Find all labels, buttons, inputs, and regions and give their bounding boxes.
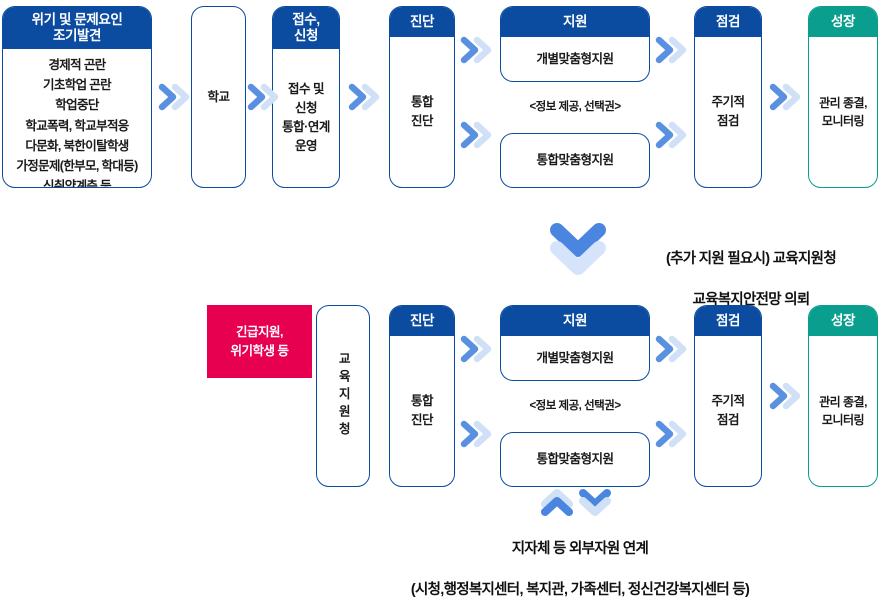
double-chevron-right-icon [460,420,492,448]
card-support-bottom-individual-label: 개별맞춤형지원 [536,350,614,365]
card-intake-body: 접수 및 신청 통합·연계 운영 [282,82,330,153]
card-support-integrated-top: 통합맞춤형지원 [500,133,650,188]
card-growth-bottom-header: 성장 [809,306,877,336]
card-growth-bottom: 성장 관리 종결, 모니터링 [808,305,878,487]
card-check-body: 주기적 점검 [711,95,745,128]
card-intake-header: 접수, 신청 [273,7,339,49]
arrow-support-integrated-to-check-bottom [655,417,689,451]
box-education-office: 교육지원청 [316,305,370,487]
card-growth-bottom-body: 관리 종결, 모니터링 [819,394,867,427]
card-growth-top: 성장 관리 종결, 모니터링 [808,6,878,188]
risk-item: 다문화, 북한이탈학생 [25,138,129,153]
risk-item: 가정문제(한부모, 학대등) [16,159,138,174]
card-check-bottom-header: 점검 [695,306,761,336]
card-check-bottom: 점검 주기적 점검 [694,305,762,487]
double-chevron-right-icon [247,83,279,111]
card-support-bottom-header: 지원 [501,306,649,336]
support-note-top: <정보 제공, 선택권> [529,101,621,113]
double-chevron-right-icon [655,36,687,64]
caption-escalation-line2: 교육복지안전망 의뢰 [692,291,810,308]
arrow-diagnosis-to-support-individual [460,33,494,67]
card-support-top: 지원 개별맞춤형지원 [500,6,650,82]
card-diagnosis-bottom: 진단 통합 진단 [389,305,455,487]
risk-item: 학업중단 [55,98,99,113]
caption-escalation-line1: (추가 지원 필요시) 교육지원청 [666,250,837,267]
arrow-risk-to-school [158,80,192,114]
caption-external-line2: (시청,행정복지센터, 복지관, 가족센터, 정신건강복지센터 등) [410,581,750,598]
arrow-intake-to-diagnosis [348,80,382,114]
box-school-label: 학교 [207,89,230,104]
card-diagnosis-bottom-body: 통합 진단 [410,394,434,427]
double-chevron-right-icon [655,335,687,363]
risk-item: 기초학업 곤란 [43,78,112,93]
arrow-check-to-growth-bottom [769,379,803,413]
double-chevron-right-icon [348,83,380,111]
card-support-integrated-bottom-label: 통합맞춤형지원 [536,452,614,467]
double-chevron-right-icon [460,121,492,149]
caption-external-resources: 지자체 등 외부자원 연계 (시청,행정복지센터, 복지관, 가족센터, 정신건… [280,518,880,600]
double-chevron-right-icon [460,36,492,64]
card-support-individual-label: 개별맞춤형지원 [536,51,614,66]
card-risk-header: 위기 및 문제요인 조기발견 [3,7,151,49]
double-chevron-right-icon [769,83,801,111]
card-support-integrated-bottom: 통합맞춤형지원 [500,432,650,487]
support-note-bottom: <정보 제공, 선택권> [529,400,621,412]
card-support-header: 지원 [501,7,649,37]
box-school: 학교 [191,6,246,188]
card-diagnosis-header: 진단 [390,7,454,37]
risk-item: 경제적 곤란 [48,57,106,72]
double-chevron-right-icon [769,382,801,410]
double-chevron-down-small-icon [579,489,611,516]
risk-item: 신취약계층 등 [43,179,112,188]
risk-item: 학교폭력, 학교부적응 [25,118,129,133]
double-chevron-right-icon [655,121,687,149]
arrow-diagnosis-to-support-integrated [460,118,494,152]
card-support-integrated-label: 통합맞춤형지원 [536,153,614,168]
card-growth-body: 관리 종결, 모니터링 [819,95,867,128]
card-diagnosis-body: 통합 진단 [410,95,434,128]
double-chevron-right-icon [158,83,190,111]
flowchart-canvas: 위기 및 문제요인 조기발견 경제적 곤란 기초학업 곤란 학업중단 학교폭력,… [2,6,878,598]
box-urgent-support: 긴급지원, 위기학생 등 [207,305,312,378]
arrow-diagnosis-to-support-individual-bottom [460,332,494,366]
arrow-support-individual-to-check [655,33,689,67]
card-check-header: 점검 [695,7,761,37]
arrow-school-to-intake [247,80,281,114]
arrow-escalate-down [545,218,611,280]
card-diagnosis-bottom-header: 진단 [390,306,454,336]
card-intake-application: 접수, 신청 접수 및 신청 통합·연계 운영 [272,6,340,188]
double-chevron-up-icon [541,489,573,516]
double-chevron-right-icon [460,335,492,363]
double-chevron-down-icon [550,223,606,275]
card-support-bottom: 지원 개별맞춤형지원 [500,305,650,381]
card-diagnosis-top: 진단 통합 진단 [389,6,455,188]
card-check-bottom-body: 주기적 점검 [711,394,745,427]
arrow-check-to-growth [769,80,803,114]
arrow-diagnosis-to-support-integrated-bottom [460,417,494,451]
arrow-external-link-down [578,487,612,517]
arrow-support-integrated-to-check [655,118,689,152]
card-risk-body: 경제적 곤란 기초학업 곤란 학업중단 학교폭력, 학교부적응 다문화, 북한이… [3,49,151,188]
card-check-top: 점검 주기적 점검 [694,6,762,188]
caption-escalation: (추가 지원 필요시) 교육지원청 교육복지안전망 의뢰 [624,228,878,310]
box-education-office-label: 교육지원청 [336,352,351,440]
card-growth-header: 성장 [809,7,877,37]
arrow-support-individual-to-check-bottom [655,332,689,366]
arrow-external-link-up [540,487,574,517]
double-chevron-right-icon [655,420,687,448]
card-risk-early-detection: 위기 및 문제요인 조기발견 경제적 곤란 기초학업 곤란 학업중단 학교폭력,… [2,6,152,188]
caption-external-line1: 지자체 등 외부자원 연계 [511,540,649,557]
